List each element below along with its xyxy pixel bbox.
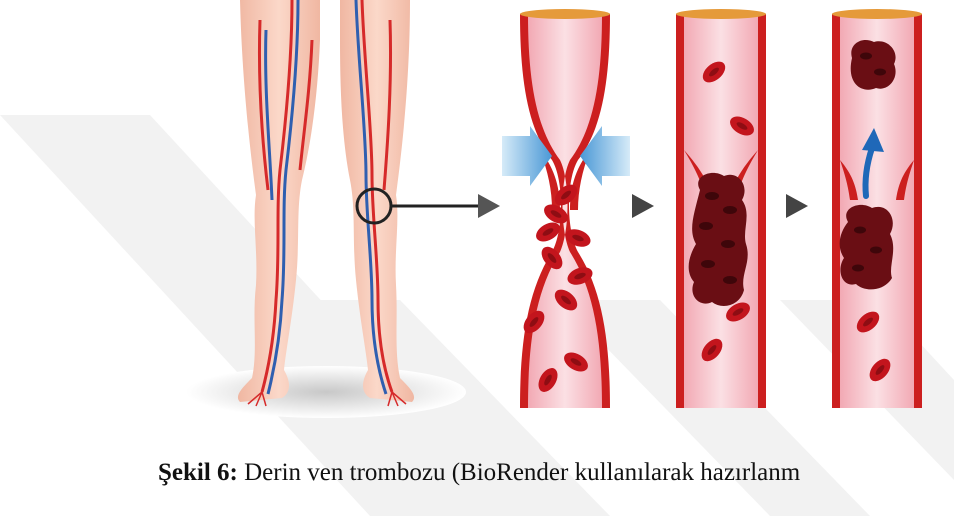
vessel-embolus [832,9,922,408]
figure-caption: Şekil 6: Derin ven trombozu (BioRender k… [158,459,800,487]
arrow-right [786,194,808,218]
vessel-compressed [520,9,610,408]
vessel-clot [676,9,766,408]
caption-text: Derin ven trombozu (BioRender kullanılar… [238,459,800,486]
watermark-pattern [0,115,954,516]
arrow-right [391,194,500,218]
caption-label: Şekil 6: [158,459,238,486]
arrow-right [632,194,654,218]
